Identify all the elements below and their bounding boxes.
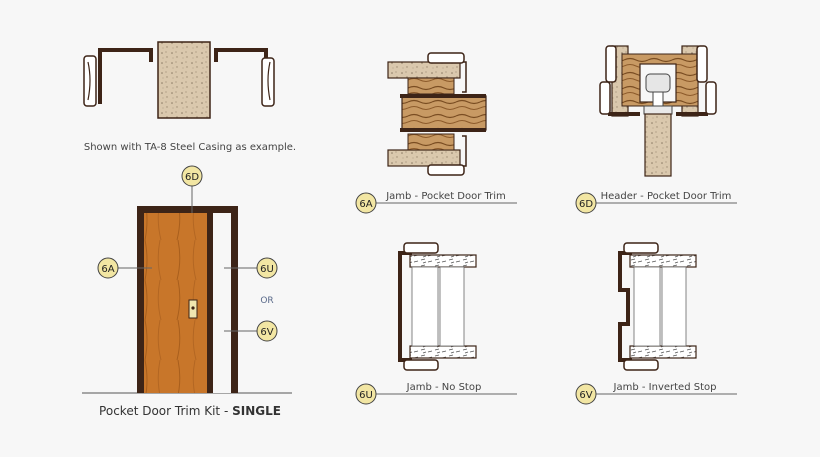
- callout-6v-badge: [256, 320, 278, 342]
- right-steel-casing: [214, 48, 268, 104]
- detail-6v-code: 6V: [579, 390, 592, 401]
- detail-6d-badge: [575, 192, 597, 214]
- door-edge-trim: [207, 213, 213, 393]
- detail-6d-label: Header - Pocket Door Trim: [601, 191, 732, 202]
- callout-6d-text: 6D: [185, 172, 199, 183]
- detail-6a-code: 6A: [359, 199, 372, 210]
- detail-6d-drawing: [599, 45, 717, 177]
- callout-6a-text: 6A: [101, 264, 114, 275]
- left-steel-casing: [98, 48, 153, 104]
- detail-6a-label: Jamb - Pocket Door Trim: [385, 191, 506, 202]
- detail-6a-badge: [355, 192, 377, 214]
- detail-6a-drawing: [387, 52, 487, 176]
- door-top-6d: [644, 113, 672, 177]
- door-elevation: [82, 206, 292, 394]
- steel-casing-section: [83, 41, 275, 119]
- callout-6d-badge: [181, 165, 203, 187]
- callout-6u-badge: [256, 257, 278, 279]
- kit-title-prefix: Pocket Door Trim Kit -: [99, 404, 232, 418]
- or-label: OR: [260, 296, 273, 306]
- detail-6u-code: 6U: [359, 390, 373, 401]
- pocket-door-slab: [144, 213, 207, 393]
- casing-caption: Shown with TA-8 Steel Casing as example.: [84, 142, 296, 153]
- callout-6u-text: 6U: [260, 264, 274, 275]
- jamb-6v: [618, 251, 632, 362]
- callout-6a-badge: [97, 257, 119, 279]
- detail-6v-badge: [575, 383, 597, 405]
- door-slab-6a: [401, 95, 487, 131]
- callout-6v-text: 6V: [260, 327, 273, 338]
- detail-6u-label: Jamb - No Stop: [406, 382, 482, 393]
- jamb-6u: [398, 251, 412, 362]
- drywall-wall: [157, 41, 211, 119]
- kit-title: Pocket Door Trim Kit - SINGLE: [99, 404, 281, 418]
- kit-title-bold: SINGLE: [232, 404, 281, 418]
- detail-6v-drawing: [618, 242, 697, 371]
- detail-6d-code: 6D: [579, 199, 593, 210]
- detail-6u-drawing: [398, 242, 477, 371]
- detail-6v-label: Jamb - Inverted Stop: [613, 382, 717, 393]
- detail-6u-badge: [355, 383, 377, 405]
